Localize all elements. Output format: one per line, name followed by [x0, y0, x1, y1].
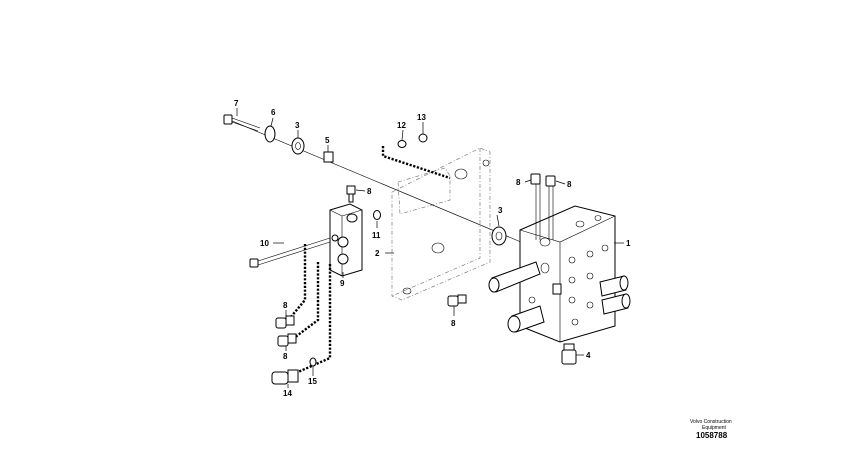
- sensor-14: [271, 369, 299, 385]
- callout-6: 6: [271, 108, 276, 117]
- callout-5: 5: [325, 136, 330, 145]
- washer-15: [309, 357, 317, 367]
- solenoid-left: [488, 261, 541, 293]
- fitting-8-block-top: [346, 185, 356, 203]
- fitting-8-upper-left: [530, 173, 541, 185]
- callout-8-upper-left: 8: [516, 178, 521, 187]
- credit-line-2: Equipment: [702, 425, 727, 431]
- callout-3-upper: 3: [295, 121, 300, 130]
- assembly-axis: [224, 117, 541, 251]
- sleeve-5: [323, 151, 334, 163]
- washer-12: [397, 140, 407, 148]
- nut-13: [418, 133, 428, 143]
- washer-6: [264, 125, 276, 143]
- fitting-8-valve-left: [447, 294, 467, 307]
- callout-15: 15: [308, 377, 317, 386]
- callout-4: 4: [586, 351, 591, 360]
- solenoid-lower: [507, 305, 545, 333]
- callout-12: 12: [397, 121, 406, 130]
- callout-14: 14: [283, 389, 292, 398]
- leader-lines: [236, 108, 624, 388]
- washer-11: [373, 210, 381, 220]
- callout-8-block-top: 8: [367, 187, 372, 196]
- callout-2: 2: [375, 249, 380, 258]
- callout-8-lower-b: 8: [283, 352, 288, 361]
- valve-block-9: [329, 203, 363, 277]
- callout-8-valve-left: 8: [451, 319, 456, 328]
- spacer-3-right: [491, 226, 507, 246]
- spacer-3-upper: [291, 137, 305, 155]
- fitting-8-lower-a: [275, 315, 295, 329]
- callout-7: 7: [234, 99, 239, 108]
- valve-detail-spool: [552, 283, 562, 295]
- callout-8-upper-right: 8: [567, 180, 572, 189]
- callout-13: 13: [417, 113, 426, 122]
- credit-line-1: Volvo Construction: [690, 419, 732, 425]
- callout-3-right: 3: [498, 206, 503, 215]
- hose-upper: [381, 146, 451, 180]
- solenoid-right: [599, 275, 631, 315]
- callout-9: 9: [340, 279, 345, 288]
- callout-11: 11: [372, 231, 381, 240]
- hose-left-1: [289, 244, 307, 319]
- document-number: 1058788: [696, 431, 728, 440]
- fitting-8-upper-right: [545, 175, 556, 187]
- callout-8-lower-a: 8: [283, 301, 288, 310]
- callout-10: 10: [260, 239, 269, 248]
- hose-left-2: [293, 262, 320, 339]
- mounting-plate: [391, 147, 491, 301]
- bolt-10: [249, 237, 331, 268]
- sensor-4: [561, 343, 577, 365]
- callout-1: 1: [626, 239, 631, 248]
- hose-left-3: [297, 264, 332, 374]
- bolt-7: [223, 114, 261, 132]
- fitting-8-lower-b: [277, 333, 297, 347]
